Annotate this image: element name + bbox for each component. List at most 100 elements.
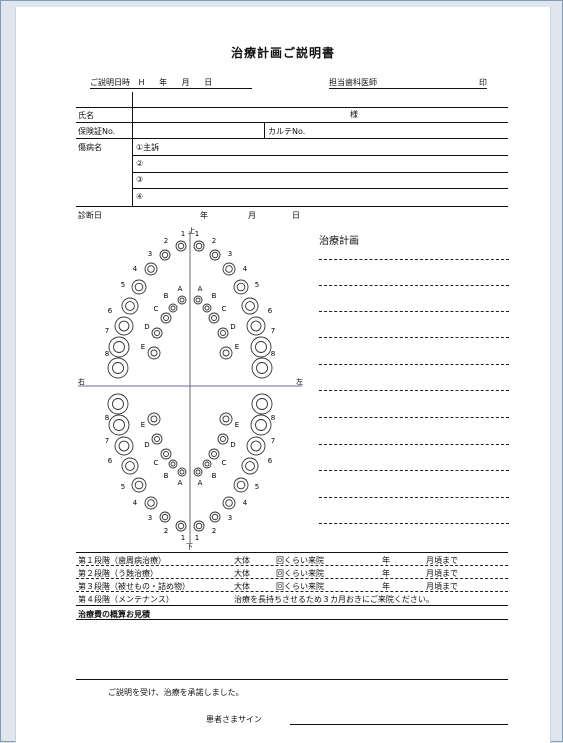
tooth-lower-right-4-inner[interactable] bbox=[134, 480, 144, 490]
primary-tooth-lower-left-B[interactable] bbox=[202, 459, 212, 469]
primary-tooth-upper-left-E[interactable] bbox=[219, 346, 233, 360]
primary-tooth-lower-right-E[interactable] bbox=[147, 412, 161, 426]
tooth-upper-right-3-inner[interactable] bbox=[147, 265, 155, 273]
tooth-lower-left-6-inner[interactable] bbox=[250, 440, 262, 452]
primary-tooth-upper-right-B[interactable] bbox=[168, 303, 178, 313]
primary-tooth-upper-right-C[interactable] bbox=[160, 312, 172, 324]
tooth-lower-right-1-inner[interactable] bbox=[177, 522, 185, 530]
primary-tooth-lower-left-D[interactable] bbox=[217, 433, 229, 445]
primary-tooth-lower-right-D-inner[interactable] bbox=[154, 436, 160, 442]
tooth-lower-left-8-inner[interactable] bbox=[256, 398, 268, 410]
primary-tooth-upper-right-C-inner[interactable] bbox=[163, 315, 169, 321]
tooth-upper-left-2[interactable] bbox=[209, 249, 221, 261]
tooth-lower-left-1-inner[interactable] bbox=[195, 522, 203, 530]
tooth-lower-left-5[interactable] bbox=[241, 457, 259, 475]
tooth-lower-left-7-inner[interactable] bbox=[255, 419, 267, 431]
primary-tooth-lower-right-E-inner[interactable] bbox=[150, 415, 158, 423]
tooth-upper-right-8[interactable] bbox=[107, 357, 129, 379]
primary-tooth-lower-left-C-inner[interactable] bbox=[211, 451, 217, 457]
primary-tooth-lower-left-A[interactable] bbox=[193, 467, 203, 477]
tooth-lower-right-4[interactable] bbox=[131, 477, 147, 493]
primary-tooth-upper-left-E-inner[interactable] bbox=[222, 349, 230, 357]
tooth-lower-left-4-inner[interactable] bbox=[236, 480, 246, 490]
tooth-upper-right-5-inner[interactable] bbox=[125, 301, 135, 311]
tooth-lower-left-3-inner[interactable] bbox=[225, 499, 233, 507]
tooth-upper-right-7[interactable] bbox=[108, 336, 130, 358]
tooth-upper-right-6[interactable] bbox=[114, 316, 134, 336]
tooth-upper-right-2-inner[interactable] bbox=[161, 251, 169, 259]
tooth-lower-right-7[interactable] bbox=[108, 414, 130, 436]
tooth-lower-right-6-inner[interactable] bbox=[118, 440, 130, 452]
tooth-upper-right-3[interactable] bbox=[144, 262, 158, 276]
primary-tooth-lower-left-A-inner[interactable] bbox=[195, 469, 201, 475]
primary-tooth-upper-left-D[interactable] bbox=[217, 327, 229, 339]
tooth-lower-left-8[interactable] bbox=[251, 393, 273, 415]
primary-tooth-lower-left-C[interactable] bbox=[208, 448, 220, 460]
tooth-upper-left-1-inner[interactable] bbox=[195, 242, 203, 250]
tooth-upper-left-8-inner[interactable] bbox=[256, 362, 268, 374]
tooth-upper-right-1-inner[interactable] bbox=[177, 242, 185, 250]
primary-tooth-upper-right-D[interactable] bbox=[151, 327, 163, 339]
tooth-lower-left-1[interactable] bbox=[193, 520, 205, 532]
primary-tooth-lower-left-E[interactable] bbox=[219, 412, 233, 426]
tooth-upper-right-5[interactable] bbox=[121, 297, 139, 315]
tooth-lower-right-3[interactable] bbox=[144, 496, 158, 510]
tooth-upper-left-5-inner[interactable] bbox=[245, 301, 255, 311]
tooth-upper-left-5[interactable] bbox=[241, 297, 259, 315]
tooth-lower-right-1[interactable] bbox=[175, 520, 187, 532]
tooth-lower-left-4[interactable] bbox=[233, 477, 249, 493]
primary-tooth-upper-left-B-inner[interactable] bbox=[204, 305, 210, 311]
primary-tooth-upper-left-A[interactable] bbox=[193, 295, 203, 305]
tooth-lower-right-2[interactable] bbox=[159, 511, 171, 523]
tooth-upper-left-4-inner[interactable] bbox=[236, 282, 246, 292]
primary-tooth-lower-right-C[interactable] bbox=[160, 448, 172, 460]
tooth-upper-left-8[interactable] bbox=[251, 357, 273, 379]
tooth-lower-right-6[interactable] bbox=[114, 436, 134, 456]
tooth-upper-left-6-inner[interactable] bbox=[250, 320, 262, 332]
tooth-lower-right-5[interactable] bbox=[121, 457, 139, 475]
tooth-lower-right-7-inner[interactable] bbox=[113, 419, 125, 431]
primary-tooth-upper-right-D-inner[interactable] bbox=[154, 330, 160, 336]
primary-tooth-upper-right-E[interactable] bbox=[147, 346, 161, 360]
tooth-upper-right-7-inner[interactable] bbox=[113, 341, 125, 353]
primary-tooth-lower-right-C-inner[interactable] bbox=[163, 451, 169, 457]
tooth-upper-left-6[interactable] bbox=[246, 316, 266, 336]
tooth-lower-right-3-inner[interactable] bbox=[147, 499, 155, 507]
tooth-lower-left-7[interactable] bbox=[250, 414, 272, 436]
tooth-upper-right-8-inner[interactable] bbox=[112, 362, 124, 374]
tooth-lower-right-8[interactable] bbox=[107, 393, 129, 415]
primary-tooth-upper-left-D-inner[interactable] bbox=[220, 330, 226, 336]
primary-tooth-lower-left-D-inner[interactable] bbox=[220, 436, 226, 442]
tooth-upper-left-2-inner[interactable] bbox=[211, 251, 219, 259]
tooth-upper-right-2[interactable] bbox=[159, 249, 171, 261]
primary-tooth-upper-right-E-inner[interactable] bbox=[150, 349, 158, 357]
tooth-lower-left-2-inner[interactable] bbox=[211, 513, 219, 521]
primary-tooth-upper-left-C-inner[interactable] bbox=[211, 315, 217, 321]
tooth-upper-right-6-inner[interactable] bbox=[118, 320, 130, 332]
primary-tooth-upper-right-B-inner[interactable] bbox=[170, 305, 176, 311]
tooth-upper-right-4[interactable] bbox=[131, 279, 147, 295]
tooth-upper-right-4-inner[interactable] bbox=[134, 282, 144, 292]
primary-tooth-lower-right-B[interactable] bbox=[168, 459, 178, 469]
tooth-lower-left-3[interactable] bbox=[222, 496, 236, 510]
primary-tooth-upper-left-B[interactable] bbox=[202, 303, 212, 313]
primary-tooth-lower-left-E-inner[interactable] bbox=[222, 415, 230, 423]
tooth-lower-left-6[interactable] bbox=[246, 436, 266, 456]
tooth-lower-right-5-inner[interactable] bbox=[125, 461, 135, 471]
tooth-upper-left-4[interactable] bbox=[233, 279, 249, 295]
primary-tooth-upper-left-C[interactable] bbox=[208, 312, 220, 324]
tooth-lower-left-2[interactable] bbox=[209, 511, 221, 523]
primary-tooth-lower-right-A[interactable] bbox=[177, 467, 187, 477]
primary-tooth-lower-right-A-inner[interactable] bbox=[179, 469, 185, 475]
primary-tooth-upper-right-A-inner[interactable] bbox=[179, 297, 185, 303]
tooth-upper-left-7[interactable] bbox=[250, 336, 272, 358]
tooth-upper-left-1[interactable] bbox=[193, 240, 205, 252]
tooth-upper-left-3[interactable] bbox=[222, 262, 236, 276]
tooth-lower-left-5-inner[interactable] bbox=[245, 461, 255, 471]
primary-tooth-upper-right-A[interactable] bbox=[177, 295, 187, 305]
primary-tooth-lower-left-B-inner[interactable] bbox=[204, 461, 210, 467]
tooth-lower-right-2-inner[interactable] bbox=[161, 513, 169, 521]
primary-tooth-upper-left-A-inner[interactable] bbox=[195, 297, 201, 303]
tooth-upper-right-1[interactable] bbox=[175, 240, 187, 252]
tooth-upper-left-3-inner[interactable] bbox=[225, 265, 233, 273]
